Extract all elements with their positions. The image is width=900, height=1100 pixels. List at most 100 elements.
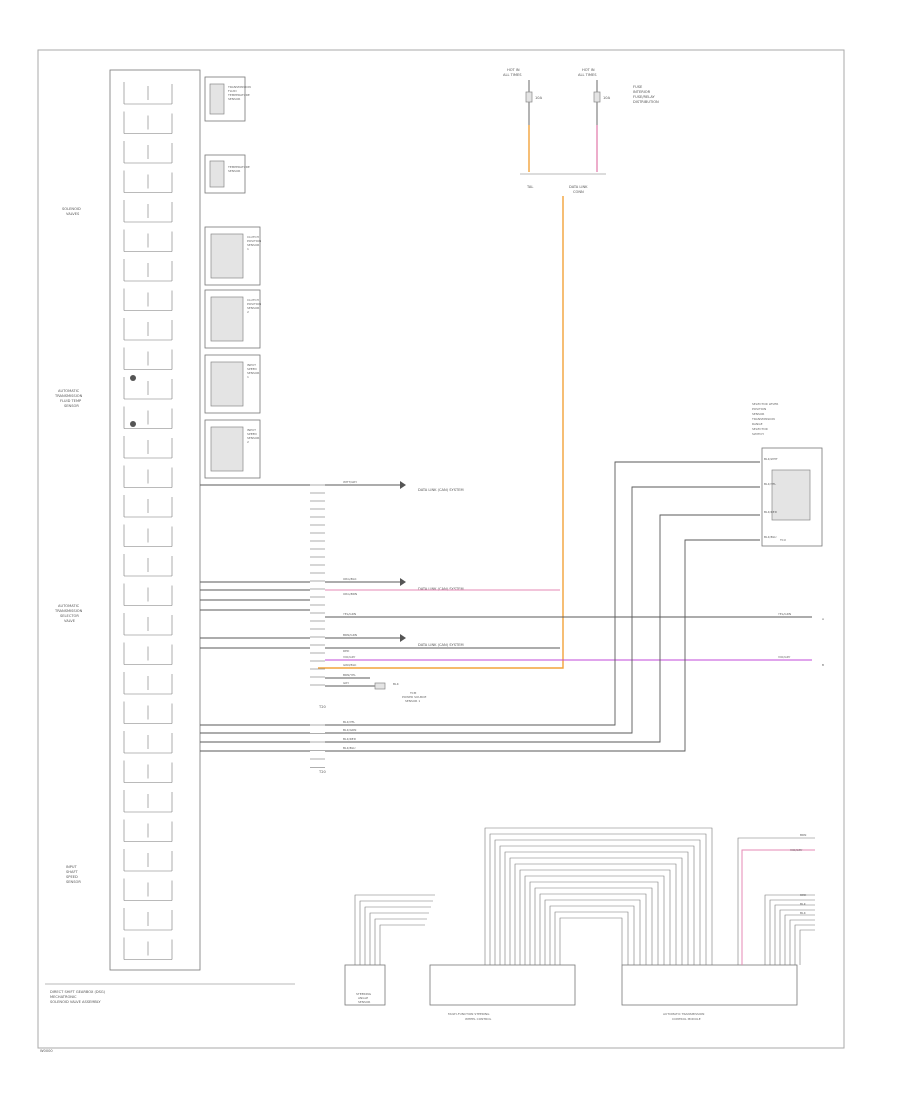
connector-column bbox=[310, 484, 325, 768]
svg-text:INPUT: INPUT bbox=[247, 363, 256, 367]
svg-text:BRN/GRN: BRN/GRN bbox=[343, 633, 357, 637]
sensor-box-temperature: TEMPERATURE SENSOR bbox=[204, 154, 250, 194]
svg-text:SENSOR: SENSOR bbox=[64, 404, 79, 408]
harness-wire bbox=[514, 863, 677, 965]
sensor-box-clutch-2: CLUTCH POSITION SENSOR 2 bbox=[204, 289, 261, 349]
svg-text:TRANSMISSION: TRANSMISSION bbox=[227, 85, 251, 89]
svg-text:1: 1 bbox=[247, 375, 249, 379]
solenoid-coil bbox=[123, 347, 173, 370]
harness-wire bbox=[784, 914, 815, 965]
junction-right-label: DATA LINK CONN bbox=[569, 185, 588, 194]
solenoid-coil bbox=[123, 259, 173, 282]
svg-text:POSITION: POSITION bbox=[752, 407, 766, 411]
svg-text:MECHATRONIC: MECHATRONIC bbox=[50, 995, 77, 999]
svg-text:ALL TIMES: ALL TIMES bbox=[503, 73, 522, 77]
solenoid-coil bbox=[123, 849, 173, 872]
svg-text:TRANSMISSION: TRANSMISSION bbox=[751, 417, 775, 421]
atf-sensor-dot bbox=[130, 375, 136, 381]
fuse-a: HOT IN ALL TIMES 10A bbox=[503, 68, 543, 125]
solenoid-coil bbox=[123, 672, 173, 695]
svg-text:FUSE: FUSE bbox=[633, 85, 643, 89]
harness-wire bbox=[779, 909, 815, 965]
bottom-left-caption: DIRECT SHIFT GEARBOX (DSG) MECHATRONIC S… bbox=[50, 990, 106, 1004]
svg-text:CONN: CONN bbox=[573, 190, 584, 194]
harness-wire bbox=[499, 845, 695, 965]
fuse-b: HOT IN ALL TIMES 10A bbox=[578, 68, 611, 125]
solenoid-coil bbox=[123, 937, 173, 960]
harness-wire-pink bbox=[741, 849, 815, 965]
svg-text:SENSOR 1: SENSOR 1 bbox=[405, 699, 420, 703]
harness-wire bbox=[789, 919, 815, 965]
svg-text:TEMPERATURE: TEMPERATURE bbox=[227, 93, 250, 97]
svg-text:FLUID TEMP: FLUID TEMP bbox=[60, 399, 82, 403]
solenoid-coil bbox=[123, 642, 173, 665]
harness-wire bbox=[764, 894, 815, 965]
bottom-right-wire-labels: BRN VIO/GRY RED BLK BLK bbox=[790, 833, 807, 915]
svg-text:VALVE: VALVE bbox=[64, 619, 76, 623]
solenoid-coil bbox=[123, 495, 173, 518]
svg-text:SENSOR: SENSOR bbox=[752, 412, 764, 416]
svg-text:CONTROL MODULE: CONTROL MODULE bbox=[672, 1017, 701, 1021]
solenoid-coil bbox=[123, 465, 173, 488]
mechatronic-assembly-box bbox=[109, 69, 201, 971]
svg-text:RED: RED bbox=[343, 649, 350, 653]
solenoid-coil bbox=[123, 82, 173, 105]
solenoid-coil bbox=[123, 141, 173, 164]
svg-text:VIO/GRY: VIO/GRY bbox=[790, 848, 803, 852]
harness-wire bbox=[769, 899, 815, 965]
solenoid-coil bbox=[123, 583, 173, 606]
svg-text:BLK/WHT: BLK/WHT bbox=[764, 457, 778, 461]
harness-wire bbox=[549, 905, 635, 965]
svg-text:INTERIOR: INTERIOR bbox=[633, 90, 651, 94]
harness-wire bbox=[529, 881, 659, 965]
solenoid-coil bbox=[123, 701, 173, 724]
solenoid-coil bbox=[123, 524, 173, 547]
solenoid-coil bbox=[123, 790, 173, 813]
svg-text:BLK/RED: BLK/RED bbox=[343, 737, 357, 741]
bottom-harness bbox=[354, 827, 815, 965]
solenoid-coil bbox=[123, 377, 173, 400]
svg-text:BLK/BLU: BLK/BLU bbox=[343, 746, 355, 750]
svg-text:TRANSMISSION: TRANSMISSION bbox=[54, 609, 83, 613]
svg-text:2: 2 bbox=[247, 310, 249, 314]
svg-text:DIRECT SHIFT GEARBOX (DSG): DIRECT SHIFT GEARBOX (DSG) bbox=[50, 990, 106, 994]
wire-grnblk: GRN/BLK bbox=[343, 663, 357, 667]
svg-text:B: B bbox=[822, 663, 824, 667]
sensor-box-input-speed-2: INPUT SPEED SENSOR 2 bbox=[204, 419, 261, 479]
page-code: W0000 bbox=[40, 1049, 53, 1053]
svg-text:VALVES: VALVES bbox=[66, 212, 80, 216]
svg-text:10A: 10A bbox=[535, 96, 543, 100]
svg-text:TEMPERATURE: TEMPERATURE bbox=[227, 165, 250, 169]
svg-text:2: 2 bbox=[247, 440, 249, 444]
svg-text:SWITCH: SWITCH bbox=[752, 432, 764, 436]
sensor-box-fluid-temp: TRANSMISSION FLUID TEMPERATURE SENSOR bbox=[204, 76, 251, 122]
connector-top-name: T20 bbox=[318, 705, 326, 709]
harness-wire bbox=[484, 827, 713, 965]
svg-text:SENSOR: SENSOR bbox=[358, 1000, 370, 1004]
harness-wire bbox=[369, 912, 429, 965]
module-tcm: AUTOMATIC TRANSMISSION CONTROL MODULE bbox=[621, 964, 798, 1021]
svg-text:POSITION: POSITION bbox=[247, 239, 261, 243]
harness-wire bbox=[737, 837, 815, 965]
svg-text:ORG/BRN: ORG/BRN bbox=[343, 592, 357, 596]
svg-text:BLK/YEL: BLK/YEL bbox=[343, 720, 355, 724]
harness-wire bbox=[364, 906, 431, 965]
svg-text:GRY: GRY bbox=[343, 681, 349, 685]
svg-text:BLK/GRN: BLK/GRN bbox=[343, 728, 356, 732]
svg-text:DISTRIBUTION: DISTRIBUTION bbox=[633, 100, 659, 104]
solenoid-coil bbox=[123, 406, 173, 429]
sensor-stack: CLUTCH POSITION SENSOR 1 CLUTCH POSITION… bbox=[204, 226, 261, 479]
svg-text:DATA LINK (CAN) SYSTEM: DATA LINK (CAN) SYSTEM bbox=[418, 643, 464, 647]
harness-wire bbox=[554, 911, 629, 965]
sensor-box-clutch-1: CLUTCH POSITION SENSOR 1 bbox=[204, 226, 261, 286]
harness-wire bbox=[489, 833, 707, 965]
wire-can-group-2: ORG/BLK DATA LINK (CAN) SYSTEM ORG/BRN bbox=[325, 577, 560, 596]
connector-bottom-name: T20 bbox=[318, 770, 326, 774]
svg-text:10A: 10A bbox=[603, 96, 611, 100]
svg-text:WHT/GRY: WHT/GRY bbox=[343, 480, 357, 484]
wire-yelgrn-through: YEL/GRN YEL/GRN A bbox=[325, 612, 825, 621]
svg-text:DATA LINK: DATA LINK bbox=[569, 185, 588, 189]
wire-violet-through: VIO/GRY VIO/GRY B bbox=[325, 655, 824, 667]
sensor-box-input-speed-1: INPUT SPEED SENSOR 1 bbox=[204, 354, 261, 414]
svg-text:SENSOR: SENSOR bbox=[228, 169, 240, 173]
